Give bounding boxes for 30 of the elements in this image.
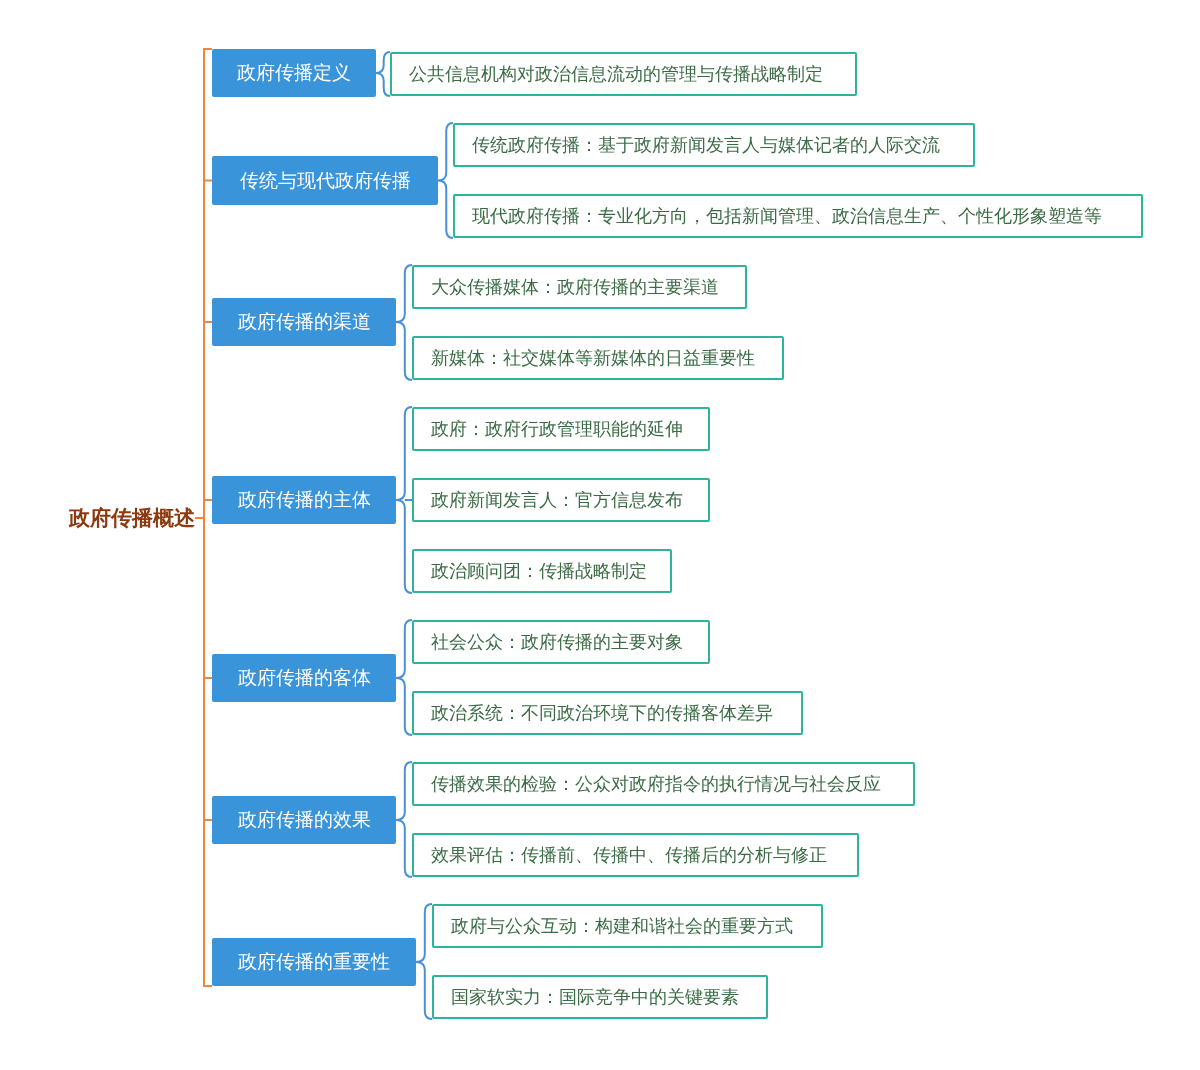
brace-connector xyxy=(395,619,413,736)
topic-box: 政府传播的主体 xyxy=(212,476,396,524)
subtopic-box: 传统政府传播：基于政府新闻发言人与媒体记者的人际交流 xyxy=(453,123,975,167)
brace-connector xyxy=(375,51,391,97)
topic-box: 政府传播定义 xyxy=(212,49,376,97)
subtopic-box: 政府与公众互动：构建和谐社会的重要方式 xyxy=(432,904,823,948)
brace-connector xyxy=(395,264,413,381)
brace-connector xyxy=(437,122,454,239)
subtopic-box: 传播效果的检验：公众对政府指令的执行情况与社会反应 xyxy=(412,762,915,806)
topic-box: 传统与现代政府传播 xyxy=(212,156,438,205)
topic-box: 政府传播的重要性 xyxy=(212,938,416,986)
central-topic: 政府传播概述 xyxy=(69,503,195,533)
subtopic-box: 政治系统：不同政治环境下的传播客体差异 xyxy=(412,691,803,735)
brace-connector xyxy=(415,903,433,1020)
subtopic-box: 政治顾问团：传播战略制定 xyxy=(412,549,672,593)
subtopic-box: 政府：政府行政管理职能的延伸 xyxy=(412,407,710,451)
subtopic-box: 效果评估：传播前、传播中、传播后的分析与修正 xyxy=(412,833,859,877)
topic-box: 政府传播的效果 xyxy=(212,796,396,844)
brace-connector xyxy=(395,406,413,594)
topic-box: 政府传播的渠道 xyxy=(212,298,396,346)
subtopic-box: 大众传播媒体：政府传播的主要渠道 xyxy=(412,265,747,309)
subtopic-box: 现代政府传播：专业化方向，包括新闻管理、政治信息生产、个性化形象塑造等 xyxy=(453,194,1143,238)
topic-box: 政府传播的客体 xyxy=(212,654,396,702)
brace-connector xyxy=(395,761,413,878)
subtopic-box: 新媒体：社交媒体等新媒体的日益重要性 xyxy=(412,336,784,380)
subtopic-box: 公共信息机构对政治信息流动的管理与传播战略制定 xyxy=(390,52,857,96)
bracket-connector xyxy=(194,48,213,987)
subtopic-box: 国家软实力：国际竞争中的关键要素 xyxy=(432,975,768,1019)
subtopic-box: 社会公众：政府传播的主要对象 xyxy=(412,620,710,664)
subtopic-box: 政府新闻发言人：官方信息发布 xyxy=(412,478,710,522)
